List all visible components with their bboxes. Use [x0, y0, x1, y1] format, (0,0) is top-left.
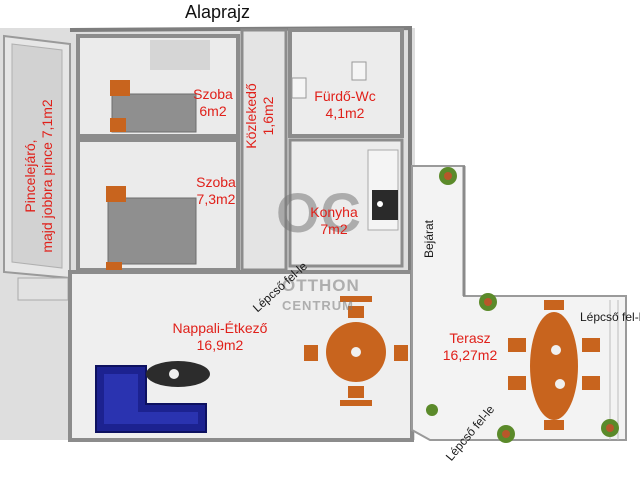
watermark-logo: OC: [276, 181, 362, 244]
plant-icon: [601, 419, 619, 437]
toilet: [351, 61, 367, 81]
room-furdo-wc: [288, 28, 404, 138]
bed: [107, 197, 197, 265]
label-kozlekedo: Közlekedő 1,6m2: [243, 71, 279, 161]
cellar-line-1: Pincelejáró,: [22, 139, 38, 213]
room-name: Fürdő-Wc: [314, 88, 376, 104]
label-stairs-right: Lépcső fel-le: [580, 310, 640, 324]
room-nappali: [68, 270, 414, 442]
room-area: 16,27m2: [442, 347, 498, 363]
room-szoba-1: [76, 34, 240, 138]
room-area: 16,9m2: [196, 337, 244, 353]
room-area: 7,3m2: [196, 191, 236, 207]
plant-icon: [497, 425, 515, 443]
nightstand: [106, 186, 126, 202]
room-name: Szoba: [196, 174, 236, 190]
room-name: Konyha: [310, 204, 358, 220]
nightstand: [110, 118, 126, 132]
room-area: 1,6m2: [260, 96, 276, 136]
label-szoba-2: Szoba 7,3m2: [186, 174, 246, 208]
label-pince: Pincelejáró, majd jobbra pince 7,1m2: [22, 76, 58, 276]
label-furdo-wc: Fürdő-Wc 4,1m2: [300, 88, 390, 122]
room-kozlekedo: [240, 28, 288, 272]
room-name: Szoba: [193, 86, 233, 102]
room-name: Közlekedő: [243, 83, 259, 149]
room-name: Nappali-Étkező: [172, 320, 268, 336]
label-bejarat: Bejárat: [422, 219, 436, 259]
terrace-table: [508, 300, 600, 430]
room-konyha: [288, 138, 404, 268]
stove: [372, 190, 398, 220]
label-terasz: Terasz 16,27m2: [432, 330, 508, 364]
cellar-line-2: majd jobbra pince 7,1m2: [39, 99, 55, 253]
page-title: Alaprajz: [185, 2, 251, 22]
room-area: 4,1m2: [325, 105, 365, 121]
room-name: Terasz: [449, 330, 491, 346]
watermark-line2: CENTRUM: [282, 298, 354, 313]
room-area: 7m2: [320, 221, 348, 237]
watermark-line1: OTTHON: [282, 276, 360, 295]
sink: [291, 77, 307, 99]
nightstand: [110, 80, 130, 96]
label-konyha: Konyha 7m2: [302, 204, 366, 238]
plant-icon: [479, 293, 497, 311]
plant-icon: [426, 404, 438, 416]
label-nappali: Nappali-Étkező 16,9m2: [158, 320, 282, 354]
room-area: 6m2: [199, 103, 227, 119]
label-szoba-1: Szoba 6m2: [186, 86, 240, 120]
stairs: [609, 300, 619, 440]
plant-icon: [439, 167, 457, 185]
room-terasz: [411, 165, 627, 441]
